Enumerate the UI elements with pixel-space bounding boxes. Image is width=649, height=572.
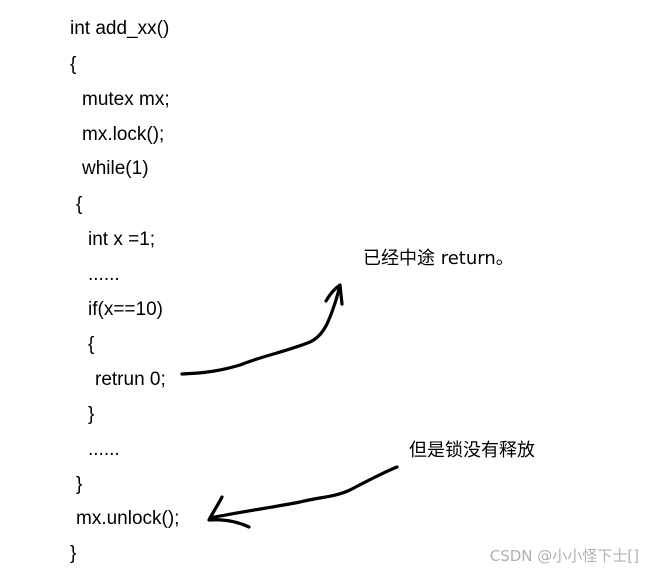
- code-line-ellipsis-2: ......: [88, 439, 120, 460]
- code-line-lock: mx.lock();: [82, 124, 165, 145]
- code-line-open-brace: {: [70, 54, 77, 75]
- code-line-if-open: {: [88, 334, 95, 355]
- code-line-if: if(x==10): [88, 299, 163, 320]
- annotation-lock-not-released: 但是锁没有释放: [409, 440, 535, 461]
- code-line-while-open: {: [76, 194, 83, 215]
- code-line-return: retrun 0;: [95, 369, 166, 390]
- code-line-while: while(1): [82, 158, 149, 179]
- code-line-unlock: mx.unlock();: [76, 508, 180, 529]
- code-line-signature: int add_xx(): [70, 18, 170, 39]
- arrow-note-to-unlock-icon: [207, 465, 399, 529]
- watermark: CSDN @小小怪下士[]: [489, 547, 639, 565]
- code-line-mutex-decl: mutex mx;: [82, 89, 170, 110]
- code-line-while-close: }: [76, 474, 83, 495]
- code-line-ellipsis-1: ......: [88, 264, 120, 285]
- code-line-if-close: }: [88, 404, 95, 425]
- arrow-return-to-note-icon: [180, 283, 344, 376]
- code-line-close-brace: }: [70, 543, 77, 564]
- annotation-early-return: 已经中途 return。: [363, 248, 514, 269]
- code-line-int-x: int x =1;: [88, 229, 156, 250]
